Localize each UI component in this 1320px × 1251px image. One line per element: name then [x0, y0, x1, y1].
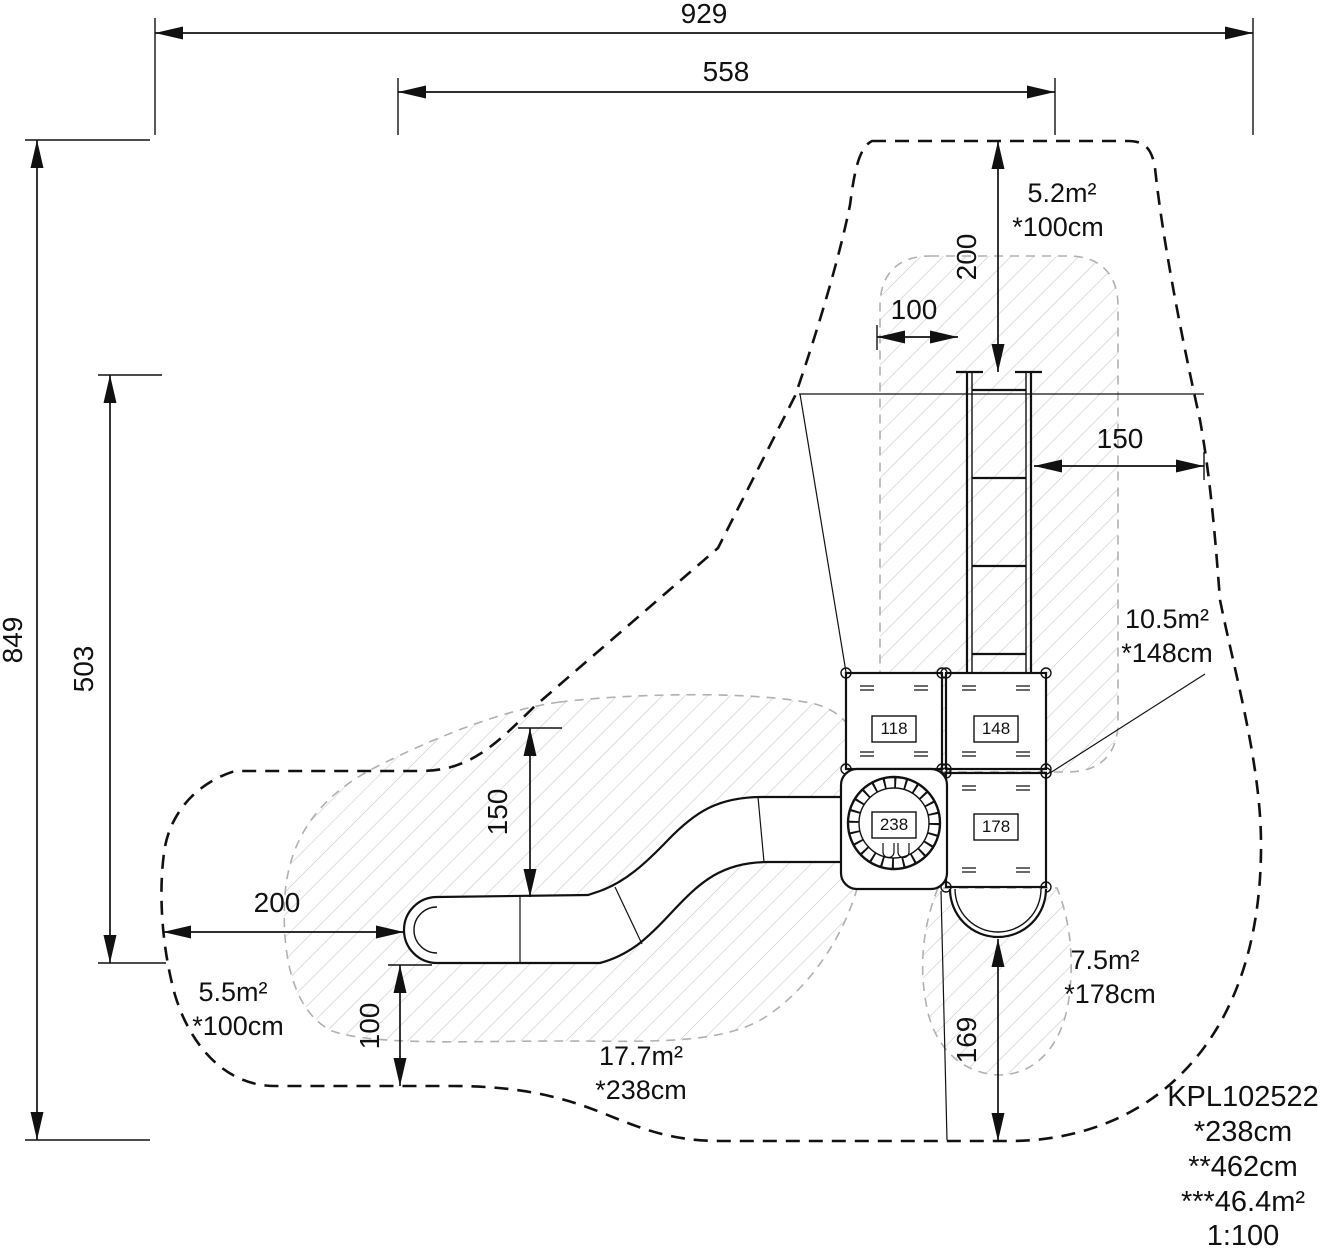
zone-label-right: 10.5m² *148cm [1121, 604, 1213, 668]
title-block: KPL102522 *238cm **462cm ***46.4m² 1:100 [1167, 1081, 1319, 1251]
zone-bottom-right-height: *178cm [1064, 979, 1156, 1009]
platform-178: 178 [940, 767, 1052, 893]
ladder-rungs [972, 388, 1026, 656]
title-area: ***46.4m² [1181, 1186, 1305, 1218]
slide-end-cap [413, 906, 438, 954]
zone-top-area: 5.2m² [1027, 178, 1096, 208]
platform-148: 148 [940, 667, 1052, 775]
platform-118: 118 [840, 667, 948, 775]
dim-total-width-label: 929 [681, 0, 728, 29]
ladder [956, 370, 1042, 673]
safety-zone-boundary [160, 139, 1263, 1143]
dimension-right-clearance: 150 [1034, 423, 1205, 480]
zone-center-height: *238cm [595, 1075, 687, 1105]
dim-slide-clearance-label: 150 [482, 789, 513, 836]
zone-label-left: 5.5m² *100cm [192, 977, 284, 1041]
dim-left-clearance-label: 200 [254, 887, 301, 918]
dim-top-clearance-label: 200 [951, 234, 982, 281]
zone-label-top: 5.2m² *100cm [1012, 178, 1104, 242]
dim-total-height-label: 849 [0, 617, 28, 664]
dimension-runout-clearance: 100 [354, 964, 432, 1086]
slide-barrel-inner [858, 787, 930, 859]
dim-inner-width-label: 558 [703, 56, 750, 87]
zone-right-height: *148cm [1121, 638, 1213, 668]
impact-zone-tower [879, 255, 1119, 773]
zone-right-area: 10.5m² [1125, 604, 1209, 634]
zone-label-bottom-right: 7.5m² *178cm [1064, 945, 1156, 1009]
platform-118-label: 118 [880, 719, 907, 738]
dim-ladder-offset-label: 100 [891, 294, 938, 325]
slide-barrel-ticks [848, 777, 940, 869]
title-fall-height: *238cm [1194, 1116, 1292, 1148]
title-length: **462cm [1188, 1151, 1298, 1183]
zone-left-area: 5.5m² [198, 977, 267, 1007]
dimension-bottom-clearance: 169 [951, 939, 1005, 1141]
dimension-total-width: 929 [154, 0, 1254, 135]
dim-bottom-clearance-label: 169 [951, 1017, 982, 1064]
zone-left-height: *100cm [192, 1011, 284, 1041]
dim-inner-height-label: 503 [68, 646, 99, 693]
slide-outline [402, 795, 845, 965]
dimension-inner-height: 503 [68, 374, 166, 964]
zone-divider-lines [799, 393, 1206, 1141]
half-round-rail [948, 888, 1048, 939]
zone-bottom-right-area: 7.5m² [1070, 945, 1139, 975]
platform-148-label: 148 [982, 719, 1010, 738]
platform-238-slide-entry: 238 [839, 767, 949, 891]
dimension-left-clearance: 200 [163, 887, 404, 939]
platform-238-label: 238 [880, 815, 908, 834]
dimension-top-clearance: 200 [951, 141, 1005, 372]
drawing-scale: 1:100 [1207, 1220, 1280, 1251]
dim-runout-clearance-label: 100 [354, 1003, 385, 1050]
dimension-ladder-offset: 100 [876, 294, 958, 350]
impact-zone-slide [283, 693, 869, 1043]
zone-label-center: 17.7m² *238cm [595, 1041, 687, 1105]
dim-right-clearance-label: 150 [1097, 423, 1144, 454]
zone-top-height: *100cm [1012, 212, 1104, 242]
handle-icons [882, 843, 910, 859]
dimension-total-height: 849 [0, 139, 150, 1141]
platform-178-label: 178 [982, 817, 1010, 836]
product-code: KPL102522 [1167, 1081, 1319, 1113]
dimension-inner-width: 558 [397, 56, 1056, 135]
slide-joints [519, 796, 765, 963]
zone-center-area: 17.7m² [599, 1041, 683, 1071]
dimension-slide-clearance: 150 [482, 727, 562, 897]
